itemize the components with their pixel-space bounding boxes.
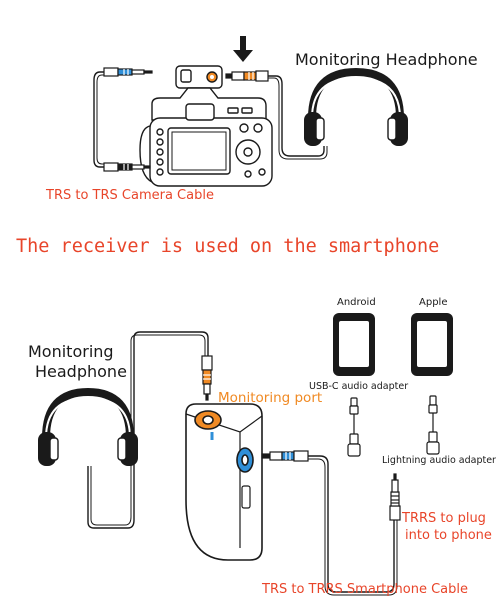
headphone-cable-top	[268, 75, 325, 157]
trs-plug-receiver-side	[261, 450, 309, 462]
usbc-adapter-label: USB-C audio adapter	[309, 381, 409, 392]
trrs-plug	[389, 473, 401, 521]
trs-plug-bottom-left	[103, 162, 151, 172]
headphone-icon-bottom	[38, 387, 138, 466]
trs-plug-top-left	[103, 67, 153, 77]
headphone-icon-top	[304, 67, 408, 146]
usbc-adapter-icon	[347, 397, 361, 457]
android-phone-icon	[333, 313, 375, 376]
monitoring-port-label: Monitoring port	[218, 390, 323, 406]
trs-plug-monitoring	[201, 355, 213, 401]
bottom-headphone-label-line1: Monitoring	[28, 342, 114, 361]
down-arrow-icon	[233, 36, 253, 62]
banner-title: The receiver is used on the smartphone	[16, 236, 440, 257]
camera-cable-label: TRS to TRS Camera Cable	[46, 188, 214, 203]
camera-cable	[93, 71, 104, 168]
receiver-device	[185, 403, 263, 561]
trs-plug-headphone-top	[225, 70, 269, 82]
lightning-adapter-icon	[426, 395, 440, 455]
top-headphone-label: Monitoring Headphone	[295, 50, 478, 69]
lightning-adapter-label: Lightning audio adapter	[382, 455, 496, 466]
trrs-plug-label-line1: TRRS to plug	[402, 511, 486, 526]
android-label: Android	[337, 297, 376, 308]
trrs-plug-label-line2: into to phone	[405, 528, 492, 543]
camera-illustration	[139, 65, 273, 187]
bottom-headphone-label-line2: Headphone	[35, 362, 127, 381]
smartphone-cable-label: TRS to TRRS Smartphone Cable	[262, 582, 468, 597]
apple-phone-icon	[411, 313, 453, 376]
headphone-cable-bottom	[87, 331, 209, 529]
smartphone-cable	[308, 455, 395, 593]
apple-label: Apple	[419, 297, 448, 308]
